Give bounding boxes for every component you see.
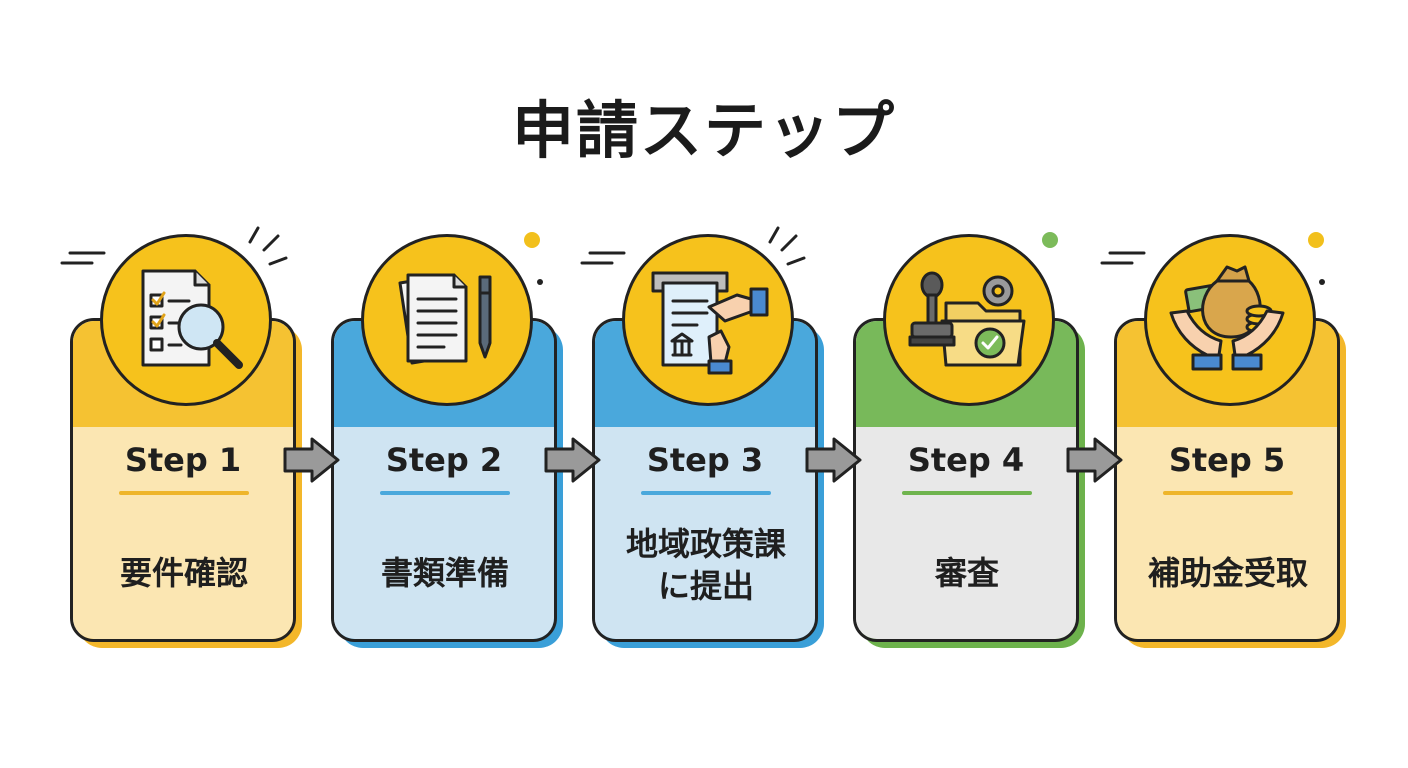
card-content-area [856,427,1076,639]
arrow-right-icon [1066,437,1123,483]
card-content-area [73,427,293,639]
documents-pen-icon [361,234,533,406]
step-divider [119,491,249,495]
submit-document-icon [622,234,794,406]
arrow-right-icon [283,437,340,483]
arrow-right-icon [805,437,862,483]
step-divider [902,491,1032,495]
step-description: 補助金受取 [1147,554,1308,593]
step-divider [1163,491,1293,495]
money-bag-hands-icon [1144,234,1316,406]
card-content-area [334,427,554,639]
step-divider [641,491,771,495]
stamp-folder-approval-icon [883,234,1055,406]
checklist-magnifier-icon [100,234,272,406]
page-title: 申請ステップ [511,94,896,167]
step-label: Step 3 [646,441,764,479]
step-label: Step 4 [907,441,1025,479]
step-description: 要件確認 [119,554,248,593]
card-content-area [595,427,815,639]
step-description: 書類準備 [380,554,509,593]
step-description: 審査 [934,554,999,593]
step-description: 地域政策課 に提出 [625,525,786,605]
step-label: Step 1 [124,441,242,479]
step-label: Step 2 [385,441,503,479]
card-content-area [1117,427,1337,639]
arrow-right-icon [544,437,601,483]
step-divider [380,491,510,495]
step-label: Step 5 [1168,441,1286,479]
